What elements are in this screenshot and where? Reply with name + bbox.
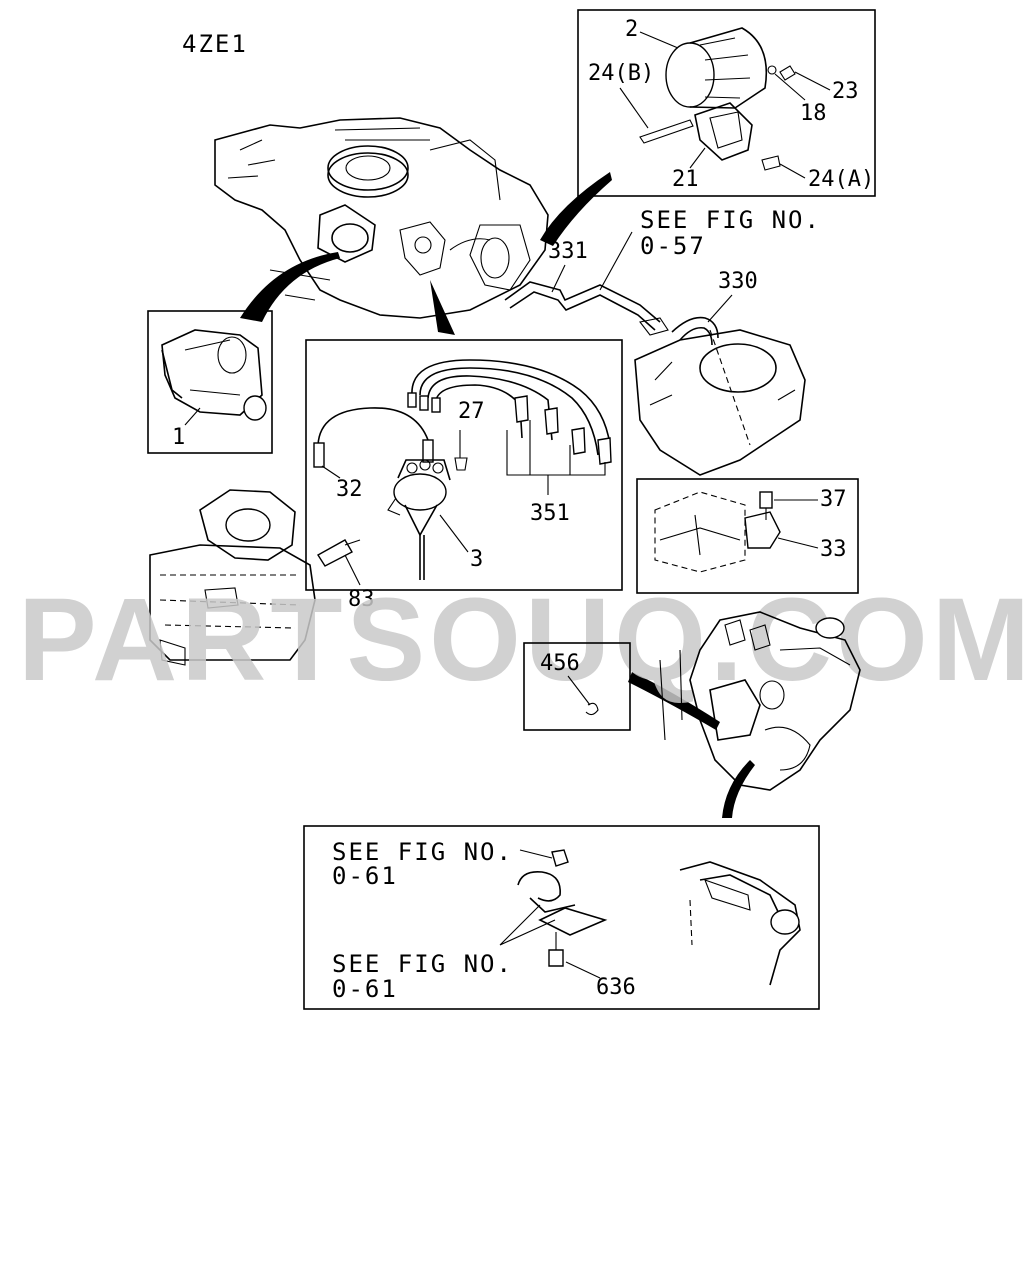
alternator-drawing <box>639 27 796 171</box>
callout-37: 37 <box>820 487 847 512</box>
watermark-text: PARTSOUQ.COM <box>18 574 1024 706</box>
see-fig-061b-line2: 0-61 <box>332 975 398 1003</box>
callout-33: 33 <box>820 537 847 562</box>
alternator-box <box>577 9 876 197</box>
clamp-bracket-drawing <box>517 849 608 967</box>
callout-83: 83 <box>348 587 375 612</box>
starter-motor-drawing <box>161 329 267 421</box>
see-fig-061a-line2: 0-61 <box>332 862 398 890</box>
thermostat-housing-drawing <box>149 489 361 666</box>
callout-330: 330 <box>718 269 758 294</box>
see-fig-061a-line1: SEE FIG NO. <box>332 838 513 866</box>
arrow-clip <box>722 760 755 818</box>
distributor-drawing <box>387 459 451 580</box>
ignition-box <box>305 339 623 591</box>
starter-box <box>147 310 273 454</box>
engine-code-title: 4ZE1 <box>182 30 248 58</box>
callout-351: 351 <box>530 501 570 526</box>
sensor-bracket-drawing <box>654 491 781 573</box>
callout-2: 2 <box>625 17 638 42</box>
callout-18: 18 <box>800 101 827 126</box>
callout-23: 23 <box>832 79 859 104</box>
callout-27: 27 <box>458 399 485 424</box>
sensor-box <box>636 478 859 594</box>
callout-21: 21 <box>672 167 699 192</box>
see-fig-057-line1: SEE FIG NO. <box>640 206 821 234</box>
intake-plenum-drawing <box>634 329 806 476</box>
see-fig-061b-line1: SEE FIG NO. <box>332 950 513 978</box>
wiring-harness-drawing <box>659 611 861 791</box>
callout-636: 636 <box>596 975 636 1000</box>
clamp-reference-box <box>303 825 820 1010</box>
callout-1: 1 <box>172 425 185 450</box>
pcv-hoses-drawing <box>504 281 719 346</box>
arrow-harness <box>628 672 720 730</box>
callout-3: 3 <box>470 547 483 572</box>
callout-24a: 24(A) <box>808 167 874 192</box>
arrow-starter <box>240 252 340 322</box>
callout-456: 456 <box>540 651 580 676</box>
ignition-cables-drawing <box>313 359 612 471</box>
arrow-alternator <box>540 172 612 246</box>
arrow-ignition <box>430 280 455 335</box>
callout-24b: 24(B) <box>588 61 654 86</box>
frame-section-drawing <box>679 861 801 986</box>
callout-331: 331 <box>548 239 588 264</box>
see-fig-057-line2: 0-57 <box>640 232 706 260</box>
clip-456-box <box>523 642 631 731</box>
callout-32: 32 <box>336 477 363 502</box>
clip-456-icon <box>585 702 599 716</box>
